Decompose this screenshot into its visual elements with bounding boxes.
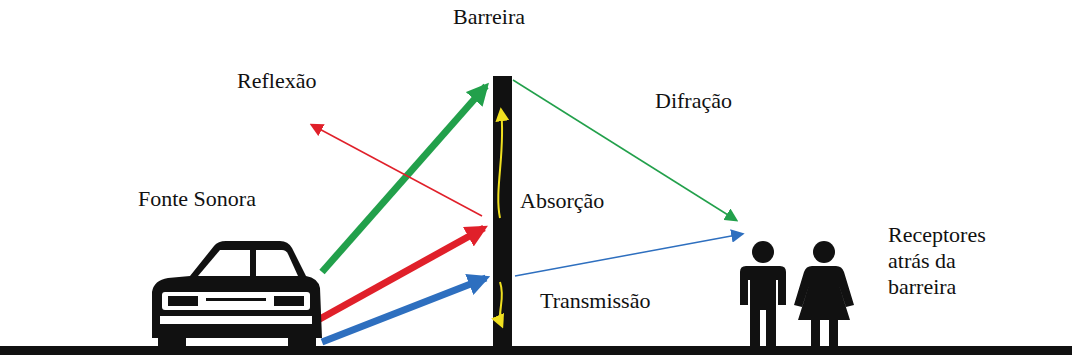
incident-arrow	[322, 278, 486, 342]
receivers-label: Receptores atrás da barreira	[886, 222, 1014, 300]
barrier-wall	[493, 76, 512, 348]
person-icon	[740, 241, 786, 346]
source-label: Fonte Sonora	[136, 186, 258, 212]
diffraction-arrow	[513, 80, 736, 220]
reflection-label: Reflexão	[235, 68, 318, 94]
transmission-arrow	[515, 234, 742, 276]
absorption-label: Absorção	[518, 188, 606, 214]
car-icon	[152, 241, 322, 348]
reflection-arrow	[312, 125, 482, 216]
barrier-title: Barreira	[451, 4, 527, 30]
diffraction-label: Difração	[653, 88, 734, 114]
absorption-arrow	[500, 282, 502, 326]
person-icon	[794, 241, 854, 346]
transmission-label: Transmissão	[538, 288, 652, 314]
incident-arrow	[318, 228, 484, 320]
absorption-arrow	[498, 110, 502, 218]
